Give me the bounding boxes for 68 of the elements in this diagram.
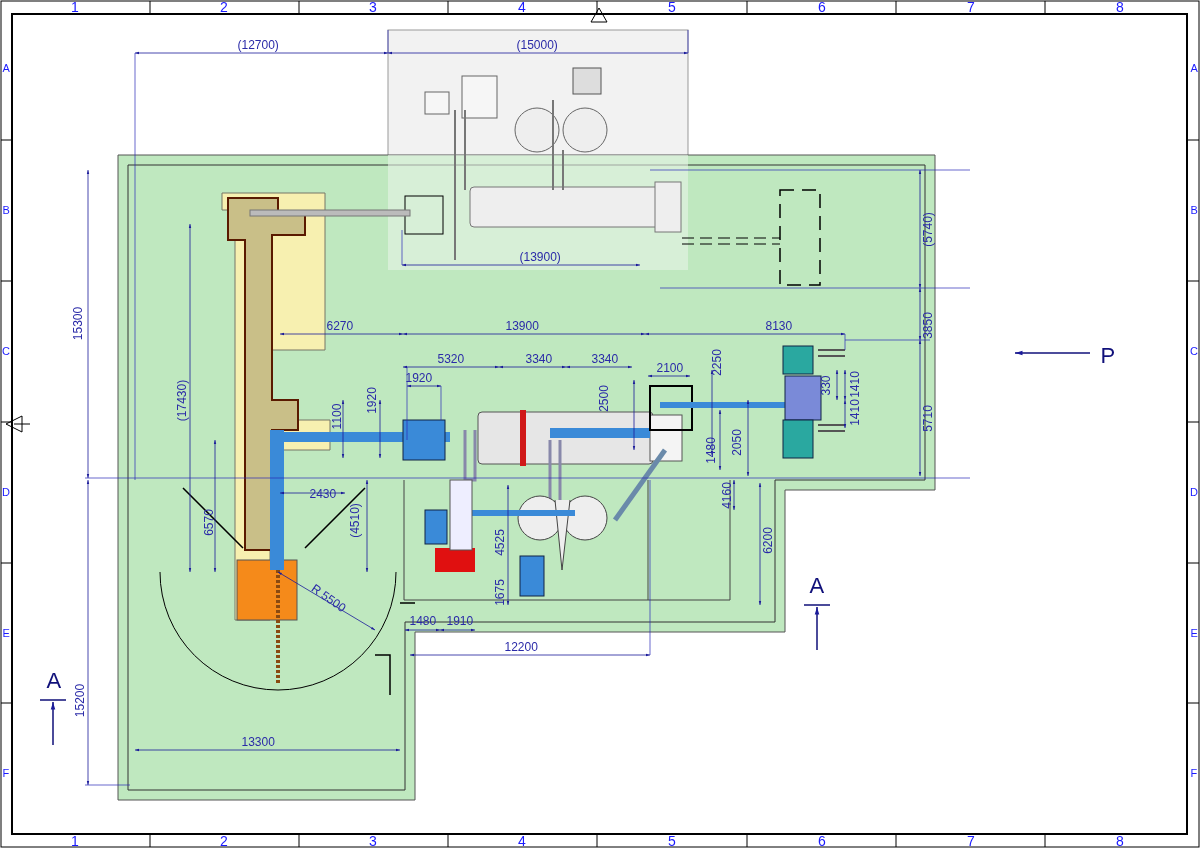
grid-reference: 1 — [71, 0, 79, 14]
dimension-text: 2500 — [597, 384, 611, 412]
dimension-text: 8130 — [765, 319, 793, 333]
dimension-text: (4510) — [348, 502, 362, 538]
grid-reference: F — [2, 766, 10, 780]
dimension-text: (13900) — [519, 250, 561, 264]
view-marker-letter: A — [809, 578, 825, 592]
dimension-text: 1920 — [365, 386, 379, 414]
grid-reference: 1 — [71, 834, 79, 848]
dimension-text: 12200 — [504, 640, 538, 654]
grid-reference: 2 — [220, 0, 228, 14]
dimension-text: (12700) — [237, 38, 279, 52]
grid-reference: 8 — [1116, 0, 1124, 14]
dimension-text: 1410 — [848, 370, 862, 398]
grid-reference: A — [2, 61, 10, 75]
dimension-text: 4160 — [720, 481, 734, 509]
grid-reference: D — [2, 485, 10, 499]
dimension-text: 330 — [819, 375, 833, 395]
dimension-text: 1920 — [405, 371, 433, 385]
grid-reference: A — [1190, 61, 1198, 75]
dimension-text: 3340 — [591, 352, 619, 366]
grid-reference: 7 — [967, 834, 975, 848]
dimension-text: 2100 — [656, 361, 684, 375]
dimension-text: 3850 — [921, 311, 935, 339]
grid-reference: 5 — [668, 0, 676, 14]
grid-reference: 4 — [518, 834, 526, 848]
dimension-text: 3340 — [525, 352, 553, 366]
dimension-text: 13900 — [505, 319, 539, 333]
dimension-text: 6270 — [326, 319, 354, 333]
dimension-text: 5710 — [921, 404, 935, 432]
grid-reference: 7 — [967, 0, 975, 14]
view-marker-letter: P — [1100, 348, 1116, 362]
dimension-text: 2430 — [309, 487, 337, 501]
dimension-text: 6570 — [202, 508, 216, 536]
dimension-text: 13300 — [241, 735, 275, 749]
grid-reference: E — [1190, 626, 1198, 640]
dimension-text: 1480 — [704, 436, 718, 464]
dimension-text: 1675 — [493, 578, 507, 606]
dimension-text: (5740) — [921, 211, 935, 247]
dimension-text: 1410 — [848, 398, 862, 426]
grid-reference: F — [1190, 766, 1198, 780]
dimension-text: 2050 — [730, 428, 744, 456]
grid-reference: C — [1190, 344, 1198, 358]
dimension-text: 5320 — [437, 352, 465, 366]
grid-reference: 5 — [668, 834, 676, 848]
grid-reference: D — [1190, 485, 1198, 499]
dimension-text: 2250 — [710, 348, 724, 376]
dimension-text: (15000) — [516, 38, 558, 52]
grid-reference: B — [2, 203, 10, 217]
dimension-text: 15200 — [73, 683, 87, 717]
grid-reference: E — [2, 626, 10, 640]
dimension-text: 1100 — [331, 403, 345, 429]
dimension-text: 15300 — [71, 306, 85, 340]
grid-reference: 2 — [220, 834, 228, 848]
dimension-text: (17430) — [175, 379, 189, 421]
grid-reference: 8 — [1116, 834, 1124, 848]
dimension-text: 6200 — [761, 526, 775, 554]
view-marker-letter: A — [46, 673, 62, 687]
dimension-text: 4525 — [493, 528, 507, 556]
grid-reference: 3 — [369, 0, 377, 14]
grid-reference: 4 — [518, 0, 526, 14]
dimension-text: 1910 — [446, 614, 474, 628]
grid-reference: 6 — [818, 834, 826, 848]
grid-reference: 3 — [369, 834, 377, 848]
grid-reference: 6 — [818, 0, 826, 14]
dimension-text: 1480 — [409, 614, 437, 628]
grid-reference: C — [2, 344, 10, 358]
grid-reference: B — [1190, 203, 1198, 217]
